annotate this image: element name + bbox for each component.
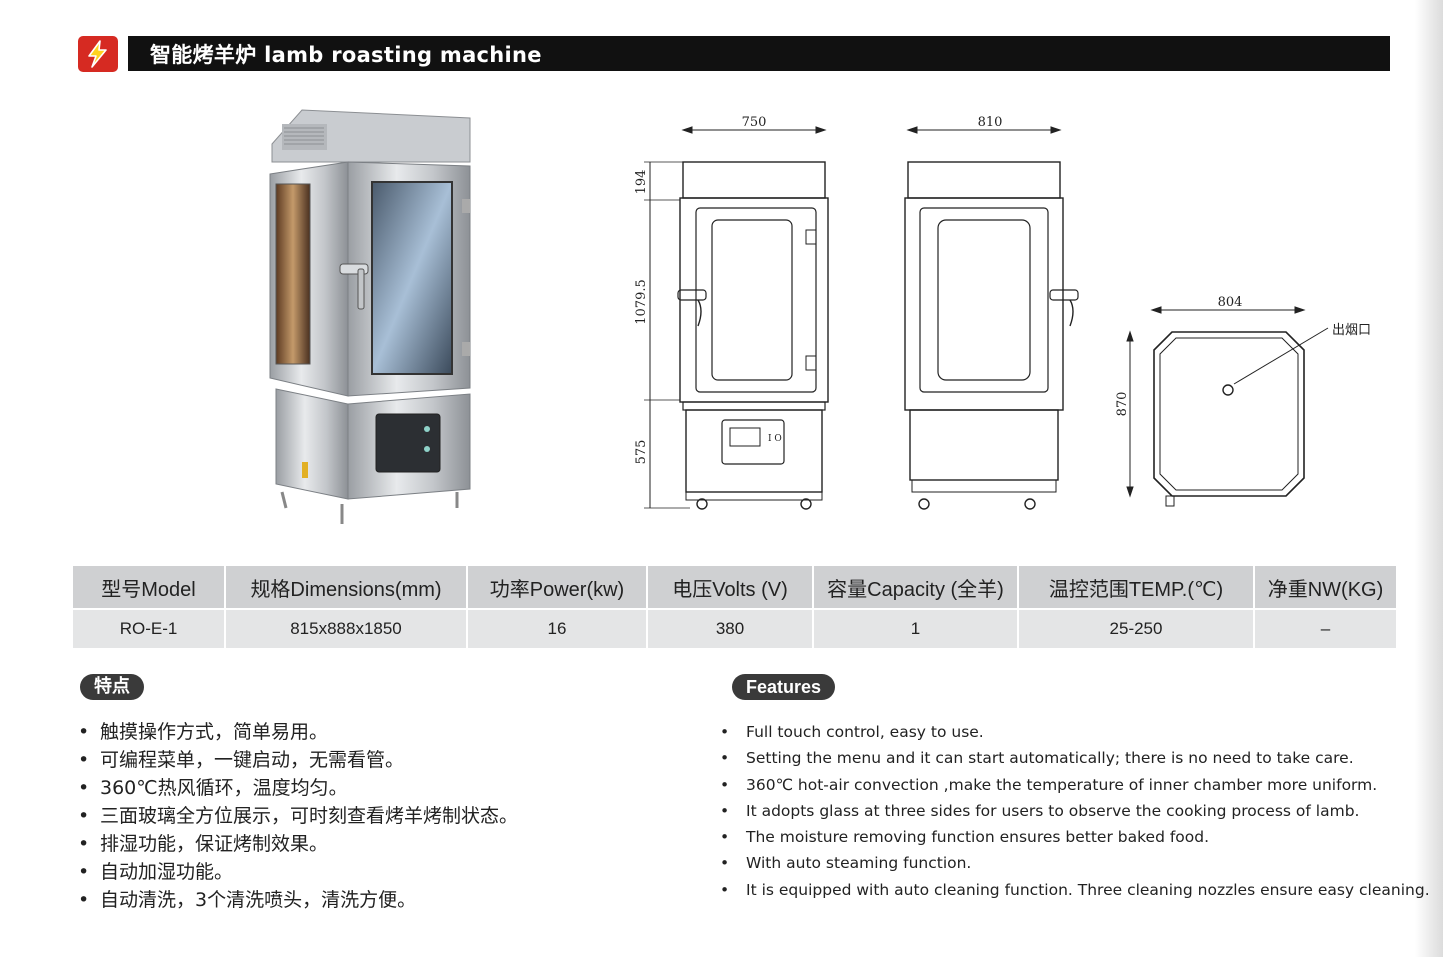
page-title: 智能烤羊炉 lamb roasting machine — [150, 42, 542, 67]
page-edge-shadow — [1415, 0, 1443, 957]
technical-drawing: 750 194 1079.5 575 I O 810 — [634, 115, 1371, 510]
features-cn-label: 特点 — [80, 674, 144, 700]
list-item: •触摸操作方式，简单易用。 — [78, 721, 329, 743]
features-cn-list: •触摸操作方式，简单易用。 •可编程菜单，一键启动，无需看管。 •360℃热风循… — [78, 718, 518, 914]
dim-cabinet-height: 1079.5 — [634, 279, 649, 325]
spec-table: 型号Model 规格Dimensions(mm) 功率Power(kw) 电压V… — [73, 566, 1396, 648]
list-item: •With auto steaming function. — [720, 854, 972, 873]
cell-capacity: 1 — [813, 608, 1019, 648]
dim-side-width: 810 — [978, 115, 1003, 130]
svg-text:I O: I O — [768, 434, 782, 444]
list-item: •Setting the menu and it can start autom… — [720, 749, 1354, 768]
cell-dimensions: 815x888x1850 — [225, 608, 468, 648]
cell-temp: 25-250 — [1018, 608, 1255, 648]
features-en-list: •Full touch control, easy to use. •Setti… — [720, 719, 1430, 903]
cell-weight: – — [1254, 608, 1396, 648]
list-item: •自动清洗，3个清洗喷头，清洗方便。 — [78, 889, 417, 911]
list-item: •自动加湿功能。 — [78, 861, 234, 883]
col-temp: 温控范围TEMP.(℃) — [1018, 566, 1255, 609]
features-en-label: Features — [732, 674, 835, 700]
front-view: 750 194 1079.5 575 I O — [634, 115, 829, 510]
dim-plan-depth: 870 — [1115, 392, 1130, 417]
list-item: •可编程菜单，一键启动，无需看管。 — [78, 749, 405, 771]
cell-model: RO-E-1 — [73, 608, 226, 648]
cell-power: 16 — [467, 608, 648, 648]
list-item: •Full touch control, easy to use. — [720, 723, 984, 741]
col-capacity: 容量Capacity (全羊) — [813, 566, 1019, 609]
spec-header-row: 型号Model 规格Dimensions(mm) 功率Power(kw) 电压V… — [73, 566, 1396, 609]
lightning-bolt-icon — [78, 36, 118, 72]
col-power: 功率Power(kw) — [467, 566, 648, 609]
list-item: •排湿功能，保证烤制效果。 — [78, 833, 329, 855]
list-item: •360℃ hot-air convection ,make the tempe… — [720, 775, 1378, 794]
list-item: •It adopts glass at three sides for user… — [720, 801, 1360, 820]
list-item: •It is equipped with auto cleaning funct… — [720, 880, 1430, 899]
product-photo — [269, 109, 471, 524]
plan-view: 804 870 出烟口 — [1115, 295, 1371, 507]
col-model: 型号Model — [73, 566, 226, 609]
cell-volts: 380 — [647, 608, 814, 648]
list-item: •The moisture removing function ensures … — [720, 828, 1210, 847]
dim-plan-width: 804 — [1218, 295, 1243, 310]
chimney-label: 出烟口 — [1332, 323, 1371, 338]
dim-front-width: 750 — [742, 115, 767, 130]
col-volts: 电压Volts (V) — [647, 566, 814, 609]
dim-top-height: 194 — [634, 170, 649, 195]
dim-base-height: 575 — [634, 440, 649, 465]
header-bar: 智能烤羊炉 lamb roasting machine — [128, 36, 1390, 71]
table-row: RO-E-1 815x888x1850 16 380 1 25-250 – — [73, 608, 1396, 648]
list-item: •360℃热风循环，温度均匀。 — [78, 777, 348, 799]
col-weight: 净重NW(KG) — [1254, 566, 1396, 609]
col-dimensions: 规格Dimensions(mm) — [225, 566, 468, 609]
list-item: •三面玻璃全方位展示，可时刻查看烤羊烤制状态。 — [78, 805, 519, 827]
side-view: 810 — [904, 115, 1079, 510]
